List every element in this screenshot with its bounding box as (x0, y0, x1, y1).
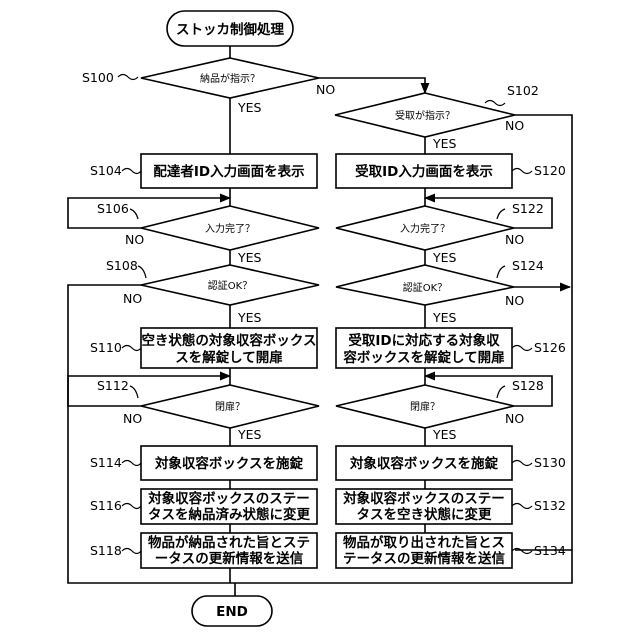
process-text-line1: 対象収容ボックスのステー (342, 490, 505, 507)
yes-label: YES (432, 250, 457, 265)
step-label: S118 (90, 543, 122, 558)
yes-label: YES (432, 136, 457, 151)
process-text-line1: 物品が納品された旨とステ (148, 534, 310, 551)
process-text-line2: タスを空き状態に変更 (357, 506, 492, 523)
step-label: S120 (534, 163, 566, 178)
decision-s108: 認証OK？ (141, 265, 319, 305)
step-label: S114 (90, 455, 122, 470)
no-label: NO (505, 232, 524, 247)
process-s114: 対象収容ボックスを施錠 (141, 446, 317, 480)
process-s134: 物品が取り出された旨とス テータスの更新情報を送信 (336, 533, 512, 568)
no-label: NO (123, 291, 142, 306)
step-label: S100 (82, 70, 114, 85)
process-s116: 対象収容ボックスのステー タスを納品済み状態に変更 (141, 489, 317, 524)
step-label: S132 (534, 498, 566, 513)
yes-label: YES (237, 100, 262, 115)
step-label: S106 (97, 201, 129, 216)
step-label: S128 (512, 378, 544, 393)
step-labels: S100 S102 S104 S106 S108 S110 S112 S114 … (82, 70, 566, 558)
process-s104: 配達者ID入力画面を表示 (141, 154, 317, 188)
decision-s124: 認証OK？ (336, 265, 514, 305)
decision-text: 認証OK？ (403, 281, 447, 294)
process-text-line2: 容ボックスを解錠して開扉 (342, 349, 504, 366)
process-text: 対象収容ボックスを施錠 (154, 455, 304, 472)
step-label: S126 (534, 340, 566, 355)
no-label: NO (125, 232, 144, 247)
yes-label: YES (432, 427, 457, 442)
end-terminal: END (192, 596, 272, 626)
step-label: S116 (90, 498, 122, 513)
process-text-line2: ータスの更新情報を送信 (155, 550, 304, 567)
decision-s122: 入力完了？ (336, 206, 514, 250)
yes-label: YES (237, 427, 262, 442)
branch-labels: YES NO YES NO YES NO YES NO YES NO YES N… (123, 82, 524, 442)
decision-s128: 閉扉？ (336, 385, 514, 428)
step-label: S104 (90, 163, 122, 178)
decision-text: 閉扉？ (410, 400, 440, 413)
process-text-line1: 受取IDに対応する対象収 (348, 332, 500, 349)
process-text-line1: 空き状態の対象収容ボックス (141, 332, 316, 349)
process-text-line1: 対象収容ボックスのステー (147, 490, 310, 507)
process-text: 受取ID入力画面を表示 (355, 163, 493, 180)
step-label: S102 (507, 83, 539, 98)
process-text: 対象収容ボックスを施錠 (349, 455, 499, 472)
process-text: 配達者ID入力画面を表示 (153, 163, 304, 180)
no-label: NO (505, 411, 524, 426)
yes-label: YES (432, 310, 457, 325)
decision-text: 入力完了？ (205, 222, 255, 235)
yes-label: YES (237, 310, 262, 325)
decision-s112: 閉扉？ (141, 385, 319, 428)
no-label: NO (505, 293, 524, 308)
step-label: S112 (97, 378, 129, 393)
start-terminal: ストッカ制御処理 (167, 11, 293, 46)
no-label: NO (123, 411, 142, 426)
decision-text: 納品が指示？ (200, 72, 260, 85)
process-s118: 物品が納品された旨とステ ータスの更新情報を送信 (141, 533, 317, 568)
decision-text: 閉扉？ (215, 400, 245, 413)
decision-text: 受取が指示？ (395, 109, 455, 122)
step-label: S110 (90, 340, 122, 355)
step-label: S130 (534, 455, 566, 470)
yes-label: YES (237, 250, 262, 265)
process-s132: 対象収容ボックスのステー タスを空き状態に変更 (336, 489, 512, 524)
process-text-line1: 物品が取り出された旨とス (343, 534, 505, 551)
decision-s100: 納品が指示？ (141, 58, 319, 98)
decision-s106: 入力完了？ (141, 206, 319, 250)
step-label: S122 (512, 201, 544, 216)
process-s126: 受取IDに対応する対象収 容ボックスを解錠して開扉 (336, 328, 512, 368)
decision-text: 入力完了？ (400, 222, 450, 235)
no-label: NO (316, 82, 335, 97)
no-label: NO (505, 118, 524, 133)
step-label: S124 (512, 258, 544, 273)
decision-s102: 受取が指示？ (335, 93, 515, 137)
step-label: S134 (534, 543, 566, 558)
process-s130: 対象収容ボックスを施錠 (336, 446, 512, 480)
end-label: END (216, 604, 248, 620)
process-text-line2: タスを納品済み状態に変更 (148, 506, 310, 523)
step-label: S108 (106, 258, 138, 273)
start-label: ストッカ制御処理 (176, 21, 284, 38)
process-text-line2: テータスの更新情報を送信 (343, 550, 505, 567)
process-s120: 受取ID入力画面を表示 (336, 154, 512, 188)
decision-text: 認証OK？ (208, 279, 252, 292)
process-s110: 空き状態の対象収容ボックス スを解錠して開扉 (141, 328, 317, 368)
process-text-line2: スを解錠して開扉 (175, 349, 283, 366)
